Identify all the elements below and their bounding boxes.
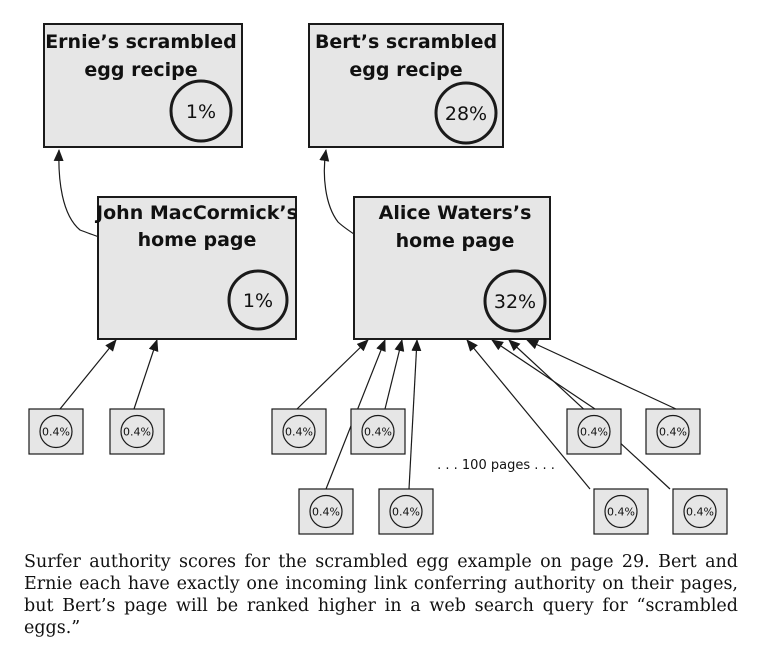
page-ernie: Ernie’s scrambled egg recipe 1% — [43, 23, 243, 148]
link-small-page-3 — [296, 339, 369, 410]
page-bert-score-ring — [434, 81, 498, 145]
linking-page-score: 0.4% — [312, 506, 340, 519]
page-bert-title-line-1: Bert’s scrambled — [315, 31, 497, 53]
linking-page-box — [298, 488, 354, 535]
linking-page-8: 0.4% — [645, 408, 701, 455]
linking-page-5: 0.4% — [298, 488, 354, 535]
link-small-page-4 — [384, 339, 405, 410]
link-small-page-1 — [59, 339, 117, 410]
link-small-page-8 — [526, 339, 677, 410]
linking-page-score-ring — [683, 494, 717, 529]
linking-pages-layer: 0.4% 0.4% 0.4% 0.4% 0.4% 0.4% 0.4% 0.4% 0.4% 0.4% — [28, 408, 728, 535]
linking-page-box — [645, 408, 701, 455]
linking-page-2: 0.4% — [109, 408, 165, 455]
linking-page-box — [350, 408, 406, 455]
page-alice-title-line-1: Alice Waters’s — [379, 202, 532, 224]
page-alice-score: 32% — [494, 291, 536, 313]
linking-page-score-ring — [309, 494, 343, 529]
linking-page-box — [672, 488, 728, 535]
page-bert-title-line-2: egg recipe — [349, 59, 462, 81]
linking-page-box — [593, 488, 649, 535]
linking-page-box — [378, 488, 434, 535]
linking-page-score: 0.4% — [42, 426, 70, 439]
page-john-score: 1% — [243, 290, 273, 312]
page-bert-score: 28% — [445, 103, 487, 125]
ellipsis-note: . . . 100 pages . . . — [437, 458, 555, 473]
linking-page-score-ring — [656, 414, 690, 449]
linking-page-10: 0.4% — [672, 488, 728, 535]
linking-page-score: 0.4% — [580, 426, 608, 439]
page-john-title-line-2: home page — [138, 229, 257, 251]
linking-page-9: 0.4% — [593, 488, 649, 535]
linking-page-score-ring — [389, 494, 423, 529]
linking-page-box — [271, 408, 327, 455]
page-ernie-score-ring — [169, 79, 233, 143]
linking-page-score: 0.4% — [659, 426, 687, 439]
linking-page-3: 0.4% — [271, 408, 327, 455]
figure-caption: Surfer authority scores for the scramble… — [24, 552, 738, 638]
link-small-page-9 — [466, 339, 591, 490]
page-alice-title-line-2: home page — [396, 230, 515, 252]
linking-page-score-ring — [39, 414, 73, 449]
linking-page-score: 0.4% — [392, 506, 420, 519]
linking-page-score-ring — [120, 414, 154, 449]
linking-page-box — [566, 408, 622, 455]
page-alice-score-ring — [483, 269, 547, 333]
link-small-page-7 — [491, 339, 596, 410]
linking-page-4: 0.4% — [350, 408, 406, 455]
page-john-score-ring — [227, 269, 289, 331]
linking-page-1: 0.4% — [28, 408, 84, 455]
authority-diagram: Ernie’s scrambled egg recipe 1% Bert’s s… — [28, 23, 728, 535]
linking-page-score-ring — [577, 414, 611, 449]
linking-page-box — [109, 408, 165, 455]
page-bert: Bert’s scrambled egg recipe 28% — [308, 23, 504, 148]
linking-page-6: 0.4% — [378, 488, 434, 535]
linking-page-score-ring — [604, 494, 638, 529]
linking-page-score: 0.4% — [686, 506, 714, 519]
linking-page-box — [28, 408, 84, 455]
link-small-page-6 — [408, 339, 422, 490]
linking-page-score: 0.4% — [607, 506, 635, 519]
page-john-title-line-1: John MacCormick’s — [94, 202, 298, 224]
link-small-page-2 — [133, 339, 159, 410]
page-john: John MacCormick’s home page 1% — [94, 196, 298, 340]
page-ernie-title-line-1: Ernie’s scrambled — [45, 31, 237, 53]
linking-page-7: 0.4% — [566, 408, 622, 455]
page-alice: Alice Waters’s home page 32% — [353, 196, 551, 340]
linking-page-score-ring — [282, 414, 316, 449]
page-ernie-title-line-2: egg recipe — [84, 59, 197, 81]
linking-page-score: 0.4% — [364, 426, 392, 439]
linking-page-score: 0.4% — [123, 426, 151, 439]
linking-page-score-ring — [361, 414, 395, 449]
linking-page-score: 0.4% — [285, 426, 313, 439]
page-ernie-score: 1% — [186, 101, 216, 123]
